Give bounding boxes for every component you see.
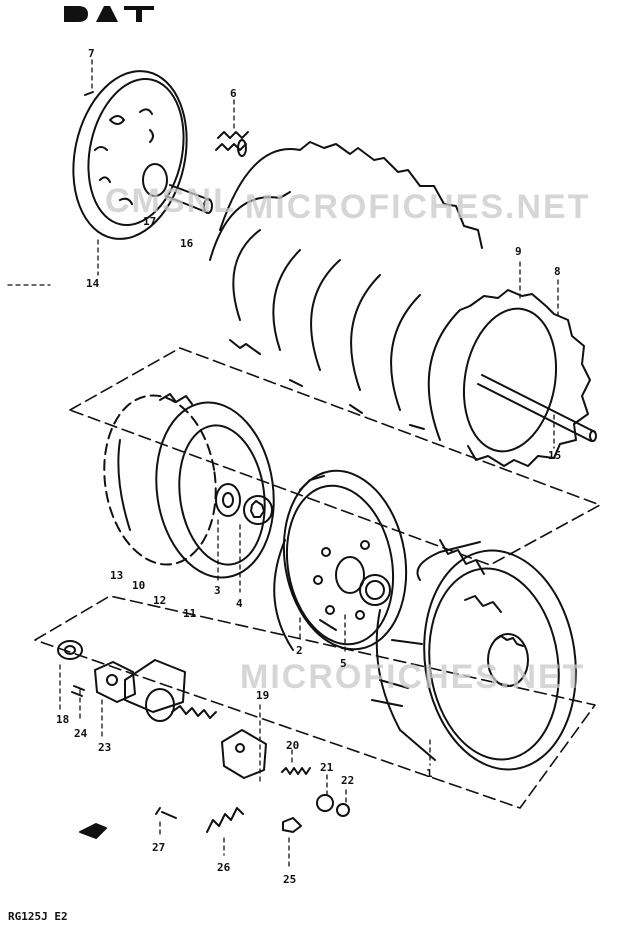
part-label-5: 5: [340, 657, 347, 670]
part-label-1: 1: [426, 767, 433, 780]
part-label-7: 7: [88, 47, 95, 60]
watermark-1: CMSNL: [105, 182, 236, 220]
outer-housing: [371, 539, 577, 771]
part-label-8: 8: [554, 265, 561, 278]
part-label-21: 21: [320, 761, 334, 774]
diagram-caption: RG125J E2: [8, 910, 68, 923]
push-rod: [165, 184, 213, 214]
part-label-16: 16: [180, 237, 194, 250]
part-label-3: 3: [214, 584, 221, 597]
sleeve-hub: [103, 393, 275, 579]
clutch-hub: [273, 469, 408, 651]
shaft: [477, 374, 597, 442]
part-label-14: 14: [86, 277, 100, 290]
clutch-plates: [209, 141, 591, 467]
clutch-spring: [215, 131, 249, 157]
watermark-2: MICROFICHES.NET: [245, 188, 591, 226]
release-mechanism: [57, 640, 350, 839]
watermark-3: MICROFICHES.NET: [240, 658, 586, 696]
part-label-26: 26: [217, 861, 231, 874]
part-label-24: 24: [74, 727, 88, 740]
part-label-18: 18: [56, 713, 70, 726]
part-label-22: 22: [341, 774, 355, 787]
part-label-13: 13: [110, 569, 124, 582]
part-label-4: 4: [236, 597, 243, 610]
part-label-19: 19: [256, 689, 270, 702]
header-logo: [64, 6, 154, 22]
part-label-2: 2: [296, 644, 303, 657]
pressure-plate: [72, 70, 188, 240]
part-label-11: 11: [183, 607, 197, 620]
part-label-10: 10: [132, 579, 146, 592]
part-label-20: 20: [286, 739, 300, 752]
part-label-17: 17: [143, 215, 157, 228]
part-label-23: 23: [98, 741, 112, 754]
part-label-12: 12: [153, 594, 167, 607]
part-label-15: 15: [548, 449, 562, 462]
part-label-25: 25: [283, 873, 297, 886]
part-label-27: 27: [152, 841, 166, 854]
part-label-6: 6: [230, 87, 237, 100]
part-label-9: 9: [515, 245, 522, 258]
